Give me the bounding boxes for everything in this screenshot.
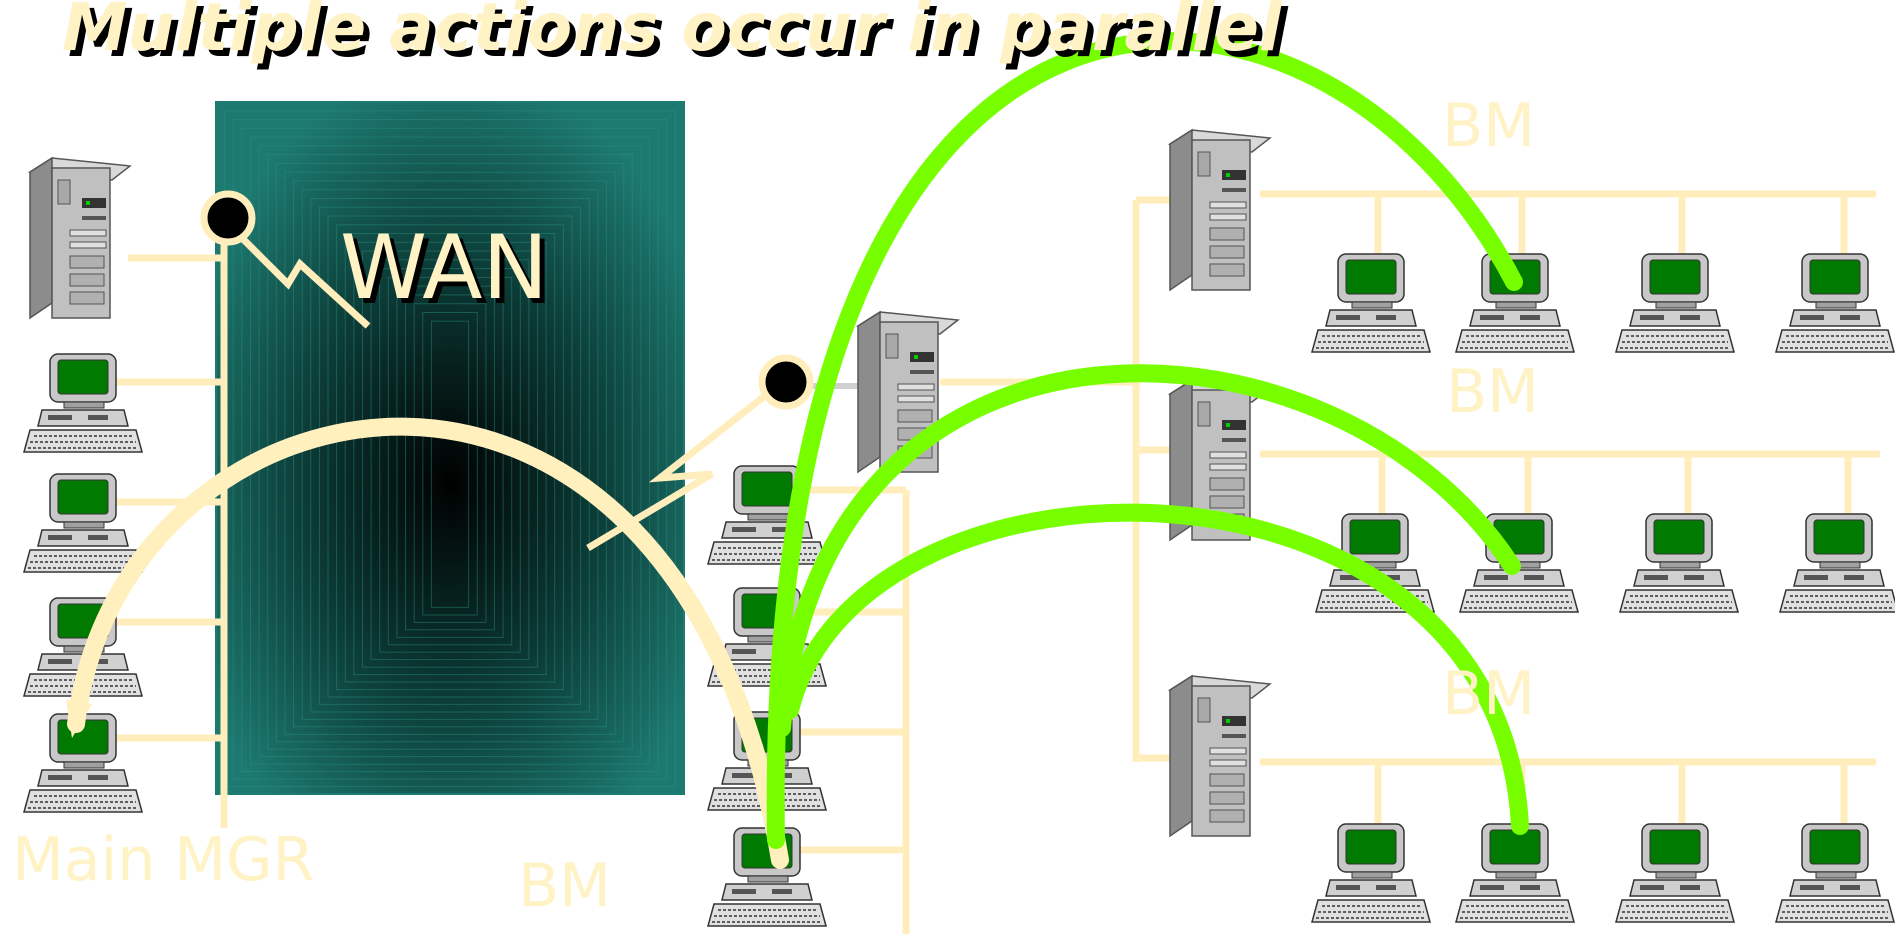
- bm-middle-workstation-3-icon: [1619, 513, 1739, 613]
- center-wan-node: [758, 354, 814, 410]
- bm-center-workstation-4-icon: [707, 827, 827, 927]
- wan-lightning-link-icon-2: [586, 381, 783, 552]
- slide-title-shadow: Multiple actions occur in parallel: [68, 0, 1289, 72]
- wan-ring: [310, 198, 590, 713]
- bm-lower-workstation-3-icon: [1615, 823, 1735, 923]
- main-mgr-wan-node: [200, 190, 256, 246]
- parallel-arc-lower: [781, 503, 1529, 835]
- wan-ring: [405, 294, 495, 631]
- main-mgr-label: Main MGR: [12, 825, 314, 895]
- wan-ring: [318, 206, 582, 705]
- bm-top-server-icon: [1169, 129, 1271, 291]
- wan-ring: [232, 119, 668, 780]
- bm-right-network: [1132, 190, 1880, 830]
- parallel-arc-middle: [773, 364, 1521, 737]
- bm-top-workstation-3-icon: [1615, 253, 1735, 353]
- bm-middle-label: BM: [1446, 357, 1539, 427]
- bm-lower-workstation-2-icon: [1455, 823, 1575, 923]
- main-mgr-workstation-1-icon: [23, 353, 143, 453]
- bm-top-workstation-1-icon: [1311, 253, 1431, 353]
- wan-ring: [250, 136, 651, 765]
- bm-lower-workstation-4-icon: [1775, 823, 1895, 923]
- wan-ring: [413, 303, 487, 623]
- bm-lower-server-icon: [1169, 675, 1271, 837]
- main-mgr-network: [110, 218, 228, 828]
- wan-label-shadow: WAN: [345, 221, 553, 324]
- wan-ring: [336, 224, 564, 691]
- wan-ring: [387, 276, 513, 646]
- main-to-center-arc: [67, 417, 789, 869]
- wan-ring: [430, 320, 470, 608]
- wan-ring: [301, 189, 599, 720]
- bm-top-label: BM: [1442, 91, 1535, 161]
- wan-label: WAN: [340, 216, 548, 319]
- main-mgr-workstation-2-icon: [23, 473, 143, 573]
- bm-top-workstation-4-icon: [1775, 253, 1895, 353]
- wan-ring: [396, 285, 504, 638]
- wan-ring: [422, 312, 478, 616]
- bm-middle-workstation-4-icon: [1779, 513, 1895, 613]
- bm-lower-label: BM: [1442, 659, 1535, 729]
- slide-title: Multiple actions occur in parallel: [62, 0, 1283, 66]
- bm-bottom-label: BM: [518, 851, 611, 921]
- wan-ring: [327, 215, 573, 698]
- main-arrowhead: [66, 700, 92, 738]
- wan-lightning-link-icon: [237, 233, 371, 329]
- main-mgr-server-icon: [29, 157, 131, 319]
- bm-lower-workstation-1-icon: [1311, 823, 1431, 923]
- wan-ring: [241, 127, 659, 773]
- parallel-arc-top: [766, 32, 1523, 849]
- bm-center-network: [790, 378, 1140, 934]
